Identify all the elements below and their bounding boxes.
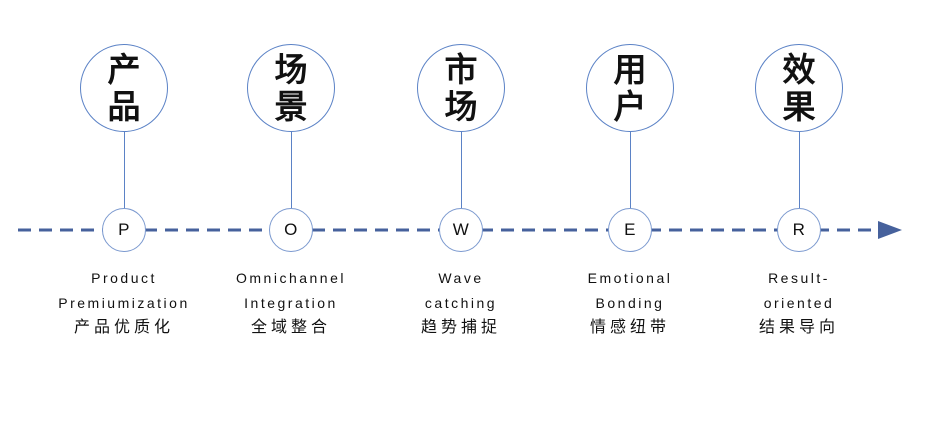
concept-char: 效 xyxy=(782,51,816,88)
caption-line-en: Integration xyxy=(244,295,338,311)
letter-node-label: R xyxy=(792,220,806,239)
framework-column-omnichannel: 场 景 O Omnichannel Integration 全域整合 xyxy=(201,0,381,360)
concept-circle-market: 市 场 xyxy=(417,44,505,132)
concept-circle-effect: 效 果 xyxy=(755,44,843,132)
framework-column-result: 效 果 R Result- oriented 结果导向 xyxy=(709,0,889,360)
column-caption: Emotional Bonding 情感纽带 xyxy=(540,266,720,339)
letter-node-label: P xyxy=(118,220,130,239)
concept-char: 户 xyxy=(613,88,647,125)
concept-char: 产 xyxy=(107,51,141,88)
caption-line-en: Result- xyxy=(768,270,830,286)
caption-line-en: Wave xyxy=(438,270,484,286)
caption-line-zh: 全域整合 xyxy=(250,319,331,336)
letter-node-label: O xyxy=(284,220,298,239)
concept-char: 场 xyxy=(274,51,308,88)
concept-char: 果 xyxy=(782,88,816,125)
caption-line-zh: 趋势捕捉 xyxy=(420,319,501,336)
letter-node-label: E xyxy=(624,220,636,239)
letter-node-p: P xyxy=(102,208,146,252)
caption-line-zh: 产品优质化 xyxy=(73,319,174,336)
connector-line xyxy=(629,132,631,208)
caption-line-en: oriented xyxy=(763,295,835,311)
caption-line-en: Bonding xyxy=(595,295,665,311)
connector-line xyxy=(798,132,800,208)
column-caption: Product Premiumization 产品优质化 xyxy=(34,266,214,339)
caption-line-en: Premiumization xyxy=(58,295,190,311)
caption-line-zh: 结果导向 xyxy=(758,319,839,336)
column-caption: Wave catching 趋势捕捉 xyxy=(371,266,551,339)
caption-line-en: catching xyxy=(424,295,498,311)
letter-node-o: O xyxy=(269,208,313,252)
connector-line xyxy=(123,132,125,208)
concept-circle-scene: 场 景 xyxy=(247,44,335,132)
concept-char: 品 xyxy=(107,88,141,125)
letter-node-w: W xyxy=(439,208,483,252)
letter-node-e: E xyxy=(608,208,652,252)
caption-line-zh: 情感纽带 xyxy=(589,319,670,336)
connector-line xyxy=(290,132,292,208)
concept-char: 景 xyxy=(274,88,308,125)
concept-circle-user: 用 户 xyxy=(586,44,674,132)
column-caption: Omnichannel Integration 全域整合 xyxy=(201,266,381,339)
connector-line xyxy=(460,132,462,208)
concept-circle-product: 产 品 xyxy=(80,44,168,132)
framework-column-emotional: 用 户 E Emotional Bonding 情感纽带 xyxy=(540,0,720,360)
caption-line-en: Omnichannel xyxy=(236,270,346,286)
caption-line-en: Product xyxy=(91,270,157,286)
framework-column-product: 产 品 P Product Premiumization 产品优质化 xyxy=(34,0,214,360)
letter-node-r: R xyxy=(777,208,821,252)
concept-char: 用 xyxy=(613,51,647,88)
column-caption: Result- oriented 结果导向 xyxy=(709,266,889,339)
arrowhead-icon xyxy=(878,221,902,239)
caption-line-en: Emotional xyxy=(587,270,673,286)
concept-char: 场 xyxy=(444,88,478,125)
framework-column-wave: 市 场 W Wave catching 趋势捕捉 xyxy=(371,0,551,360)
letter-node-label: W xyxy=(452,220,470,239)
concept-char: 市 xyxy=(444,51,478,88)
